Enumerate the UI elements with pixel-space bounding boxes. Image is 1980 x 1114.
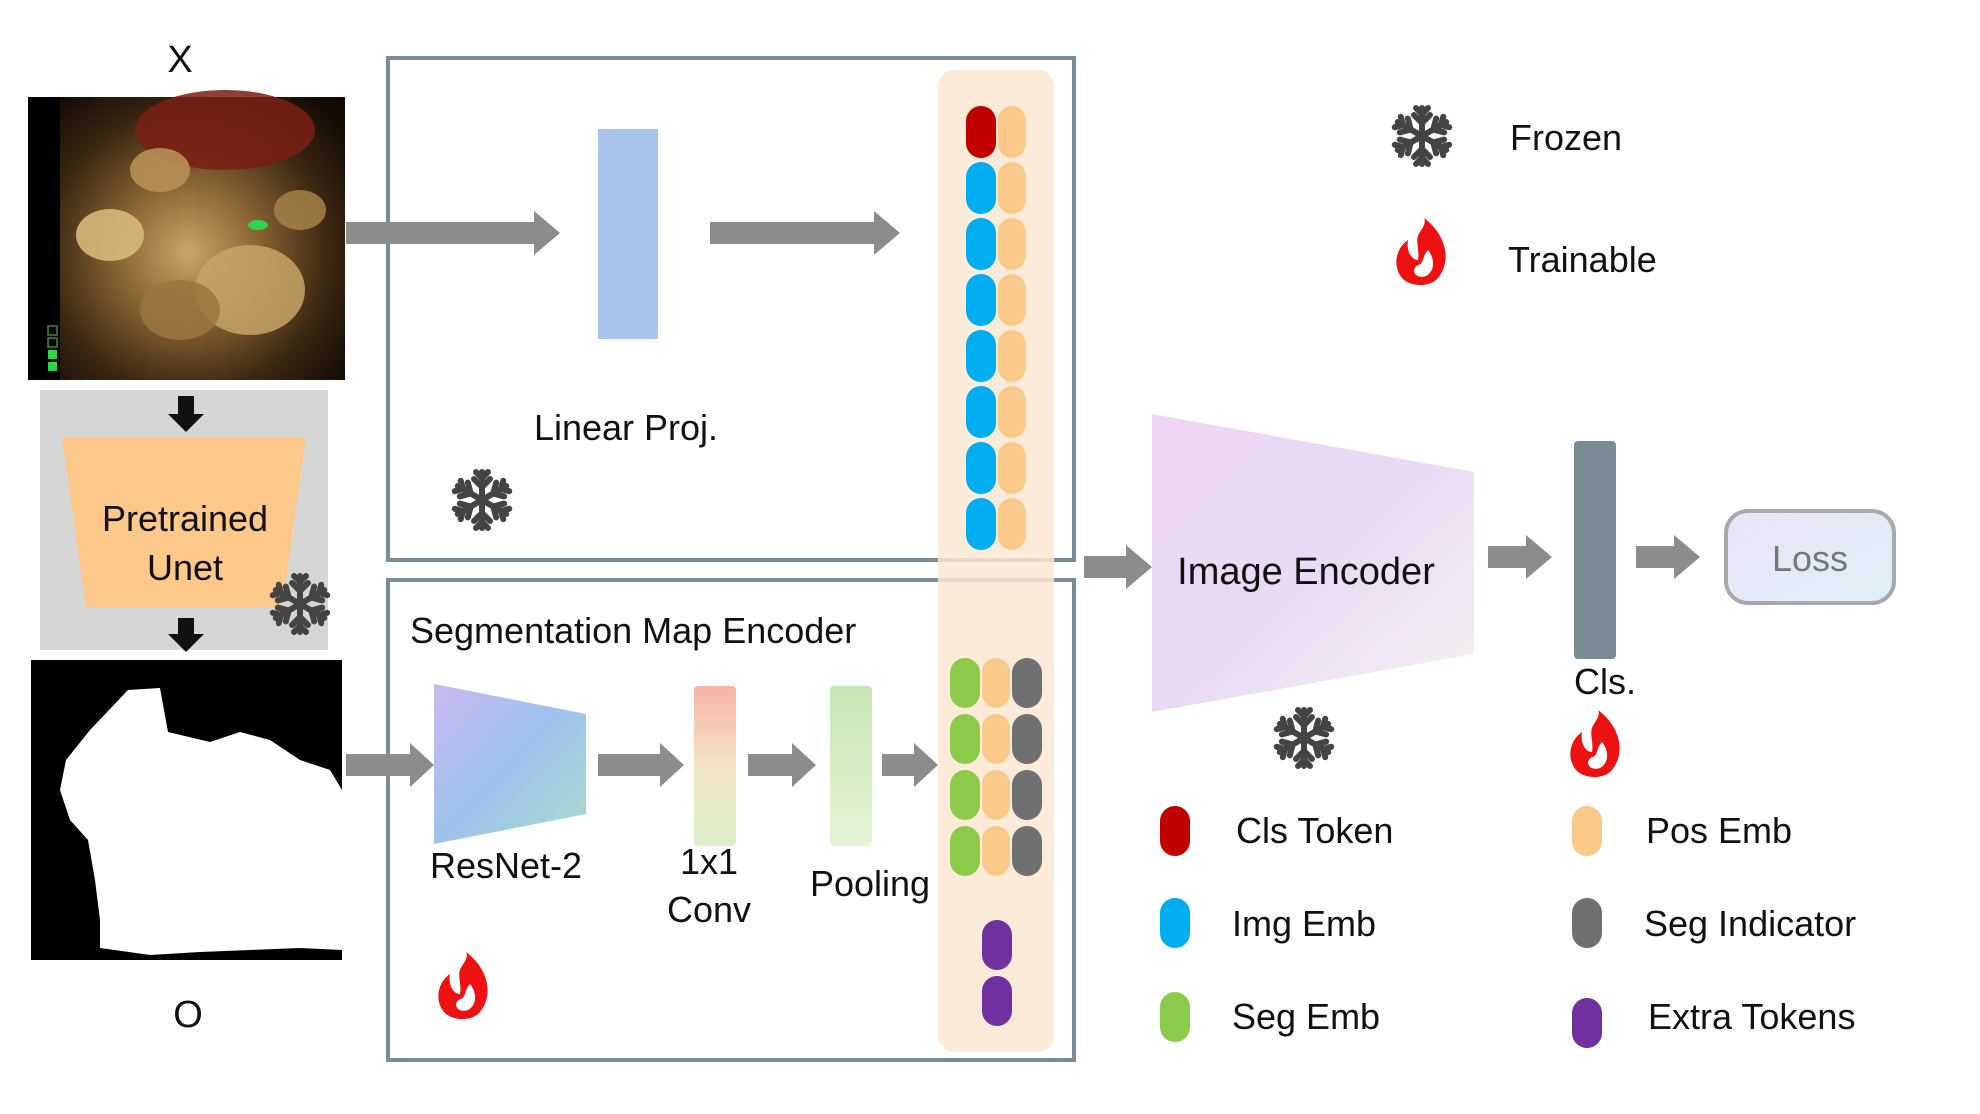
pos-emb-token xyxy=(998,330,1026,382)
legend-trainable-label: Trainable xyxy=(1508,239,1657,280)
image-token-column xyxy=(966,106,1026,550)
image-encoder-label: Image Encoder xyxy=(1177,551,1435,593)
arrow-image-to-unet xyxy=(168,396,204,432)
resnet-label: ResNet-2 xyxy=(430,845,582,886)
pos-emb-token xyxy=(998,386,1026,438)
pooling-label: Pooling xyxy=(810,863,930,904)
pos-emb-token xyxy=(998,442,1026,494)
pos-emb-token xyxy=(982,658,1010,708)
extra-token xyxy=(982,976,1012,1026)
seg-encoder-title: Segmentation Map Encoder xyxy=(410,610,856,651)
pos-emb-token xyxy=(998,106,1026,158)
seg-emb-token xyxy=(950,826,980,876)
linear-proj-block xyxy=(598,129,658,339)
pos-emb-token xyxy=(998,274,1026,326)
snowflake-icon xyxy=(454,472,510,528)
conv-label-line2: Conv xyxy=(667,889,751,930)
pos-emb-token xyxy=(982,770,1010,820)
flame-icon xyxy=(1396,218,1446,286)
linear-proj-label: Linear Proj. xyxy=(534,407,718,448)
arrow-mask-to-resnet xyxy=(346,743,434,787)
legend-swatch-seg-emb xyxy=(1160,992,1190,1042)
extra-token xyxy=(982,920,1012,970)
seg-token-column xyxy=(950,658,1042,1026)
legend-pos-emb-label: Pos Emb xyxy=(1646,810,1792,851)
arrow-pooling-to-tokens xyxy=(882,743,938,787)
legend-swatch-extra-tokens xyxy=(1572,998,1602,1048)
seg-emb-token xyxy=(950,714,980,764)
input-x-label: X xyxy=(167,39,192,81)
legend-swatch-cls-token xyxy=(1160,806,1190,856)
seg-encoder-frame xyxy=(386,578,1076,1062)
unet-label-line2: Unet xyxy=(147,547,223,588)
snowflake-icon xyxy=(1394,108,1450,164)
arrow-unet-to-mask xyxy=(168,618,204,652)
cls-token xyxy=(966,106,996,158)
linear-proj-frame xyxy=(386,56,1076,562)
pooling-block xyxy=(830,686,872,846)
image-encoder-block xyxy=(1152,414,1474,712)
seg-indicator-token xyxy=(1012,658,1042,708)
legend-cls-token-label: Cls Token xyxy=(1236,810,1393,851)
arrow-resnet-to-conv xyxy=(598,743,684,787)
flame-icon xyxy=(438,952,488,1020)
legend-swatch-seg-indicator xyxy=(1572,898,1602,948)
snowflake-icon xyxy=(1276,710,1332,766)
legend-img-emb-label: Img Emb xyxy=(1232,903,1376,944)
token-column-background xyxy=(938,70,1054,1052)
arrow-image-to-linear-proj xyxy=(346,211,560,255)
arrow-cls-to-loss xyxy=(1636,535,1700,579)
seg-emb-token xyxy=(950,658,980,708)
pos-emb-token xyxy=(998,218,1026,270)
seg-indicator-token xyxy=(1012,714,1042,764)
endoscopy-image xyxy=(28,90,345,380)
output-o-label: O xyxy=(173,994,203,1036)
legend-swatch-img-emb xyxy=(1160,898,1190,948)
img-emb-token xyxy=(966,386,996,438)
pos-emb-token xyxy=(998,162,1026,214)
img-emb-token xyxy=(966,274,996,326)
img-emb-token xyxy=(966,218,996,270)
segmentation-mask xyxy=(31,660,342,960)
arrow-conv-to-pooling xyxy=(748,743,816,787)
pos-emb-token xyxy=(982,826,1010,876)
arrow-encoder-to-cls xyxy=(1488,535,1552,579)
resnet-block xyxy=(434,684,586,844)
seg-emb-token xyxy=(950,770,980,820)
img-emb-token xyxy=(966,162,996,214)
seg-indicator-token xyxy=(1012,826,1042,876)
img-emb-token xyxy=(966,330,996,382)
seg-indicator-token xyxy=(1012,770,1042,820)
img-emb-token xyxy=(966,442,996,494)
legend-seg-indicator-label: Seg Indicator xyxy=(1644,903,1856,944)
loss-box xyxy=(1724,509,1896,605)
legend-seg-emb-label: Seg Emb xyxy=(1232,996,1380,1037)
arrow-tokens-to-encoder xyxy=(1084,545,1152,589)
pos-emb-token xyxy=(982,714,1010,764)
pos-emb-token xyxy=(998,498,1026,550)
arrow-linear-proj-to-tokens xyxy=(710,211,900,255)
conv-block xyxy=(694,686,736,846)
loss-label: Loss xyxy=(1772,538,1848,579)
flame-icon xyxy=(1570,710,1620,778)
legend-frozen-label: Frozen xyxy=(1510,117,1622,158)
img-emb-token xyxy=(966,498,996,550)
cls-head-label: Cls. xyxy=(1574,661,1636,702)
cls-head-block xyxy=(1574,441,1616,659)
unet-trapezoid xyxy=(62,438,306,608)
legend-extra-tokens-label: Extra Tokens xyxy=(1648,996,1855,1037)
unet-label-line1: Pretrained xyxy=(102,498,268,539)
legend-swatch-pos-emb xyxy=(1572,806,1602,856)
conv-label-line1: 1x1 xyxy=(680,841,738,882)
